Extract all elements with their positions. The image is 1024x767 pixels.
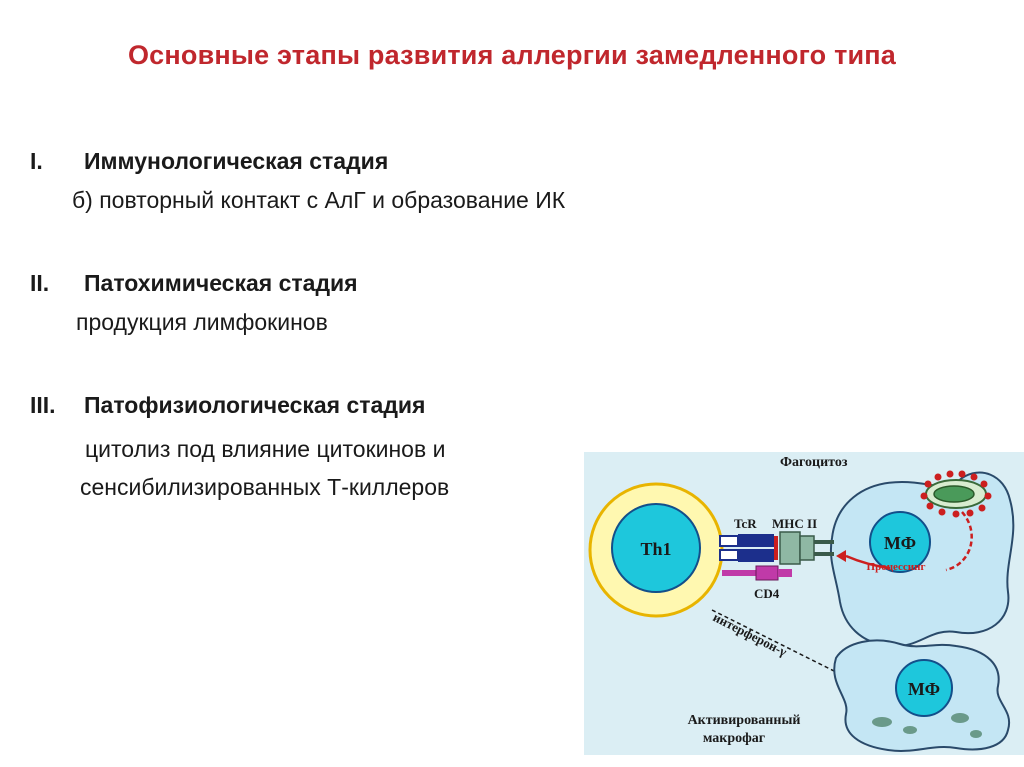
stage-2-name: Патохимическая стадия [84,270,358,296]
stage-2-heading: II. Патохимическая стадия [30,270,358,297]
stage-2-description: продукция лимфокинов [76,309,328,335]
antigen-dots [920,470,992,518]
stage-1-name: Иммунологическая стадия [84,148,389,174]
phagocytosed-bacterium [933,485,975,503]
page-title: Основные этапы развития аллергии замедле… [127,40,897,70]
activated-macrophage-caption-line-1: Активированный [688,713,801,728]
th1-label: Th1 [640,539,671,559]
interferon-arrow [711,609,841,675]
cd4-coreceptor [722,565,792,581]
activated-macrophage-caption-line-2: макрофаг [703,731,765,746]
stage-1-description: б) повторный контакт с АлГ и образование… [72,187,566,213]
processing-label: Процессинг [867,561,926,573]
stage-3-number: III. [30,392,56,418]
stage-3-description-line-1: цитолиз под влияние цитокинов и [85,436,446,462]
stage-1-heading: I. Иммунологическая стадия [30,148,388,175]
processing-arrowhead [836,550,846,562]
processing-arrow-tail [845,554,891,570]
tcr-receptor [719,534,778,562]
activated-macrophage-granules [872,713,982,738]
processing-arrow [945,511,973,572]
cd4-label: CD4 [754,586,780,601]
mhc-ii-molecule [779,531,834,565]
macrophage-top-nucleus [869,511,931,573]
tcr-label: TcR [734,516,757,531]
th1-nucleus [611,503,701,593]
activated-macrophage-label: МФ [908,679,940,699]
stage-3-description-line-2: сенсибилизированных Т-киллеров [80,474,450,500]
stage-3-name: Патофизиологическая стадия [84,392,426,418]
macrophage-top-label: МФ [884,533,916,553]
mhc-label: MHC II [772,516,817,531]
activated-macrophage-nucleus [895,659,953,717]
stage-3-heading: III. Патофизиологическая стадия [30,392,425,419]
phagocytosis-label: Фагоцитоз [780,455,848,470]
stage-1-number: I. [30,148,43,174]
stage-2-number: II. [30,270,50,296]
dth-mechanism-diagram: МФ Процессинг Th1 [584,452,1024,755]
